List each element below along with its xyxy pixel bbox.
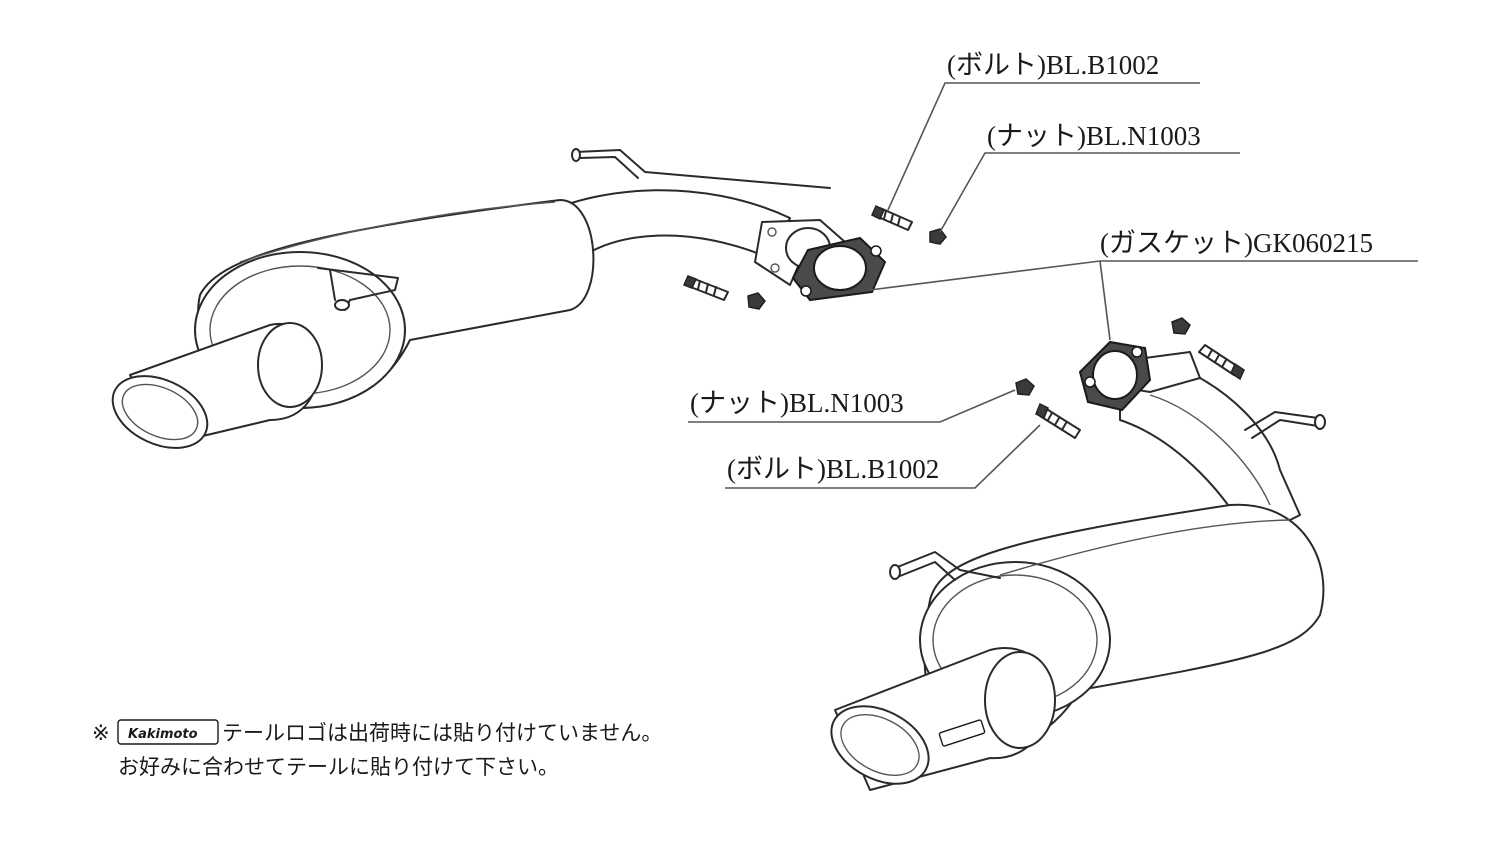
right-pipe-seam — [1149, 394, 1271, 506]
left-nut-upper — [929, 228, 947, 245]
left-tail-inner-end — [257, 322, 323, 408]
right-nut-lower — [1015, 378, 1035, 396]
right-muffler-hanger — [894, 551, 1001, 581]
kakimoto-logo — [117, 719, 219, 745]
left-hanger-stud — [334, 299, 350, 311]
leader-nut-mid — [688, 389, 1016, 423]
left-bolt-upper — [871, 204, 913, 231]
left-hanger-rod-end — [571, 148, 581, 162]
leader-bolt-top — [887, 82, 1200, 211]
left-hanger-rod — [574, 149, 831, 189]
right-hanger-stud — [889, 564, 901, 580]
left-inlet-pipe — [547, 189, 791, 263]
left-bolt-lower — [682, 275, 729, 301]
right-gasket — [1078, 340, 1152, 412]
right-bolt-lower — [1035, 402, 1081, 439]
label-nut-top: (ナット)BL.N1003 — [987, 121, 1201, 151]
leader-gasket — [869, 260, 1418, 341]
left-tail-tip — [111, 375, 209, 449]
left-tail-tip-inner — [121, 383, 199, 441]
right-tail-logo — [938, 719, 986, 747]
kakimoto-logo-text: Kakimoto — [128, 727, 198, 742]
label-bolt-mid: (ボルト)BL.B1002 — [727, 454, 939, 484]
footnote-mark: ※ — [92, 721, 110, 745]
left-muffler-assembly — [111, 148, 846, 449]
right-muffler-seam — [999, 519, 1291, 576]
right-muffler-assembly — [830, 351, 1326, 791]
left-flange-hole-2 — [770, 263, 780, 273]
label-gasket: (ガスケット)GK060215 — [1100, 228, 1373, 258]
label-bolt-top: (ボルト)BL.B1002 — [947, 50, 1159, 80]
right-tail-inner-end — [984, 651, 1056, 749]
right-tail-tip — [830, 705, 930, 785]
left-gasket — [791, 236, 887, 302]
label-nut-mid: (ナット)BL.N1003 — [690, 388, 904, 418]
left-nut-lower — [747, 292, 766, 310]
right-bolt-upper — [1198, 344, 1245, 381]
leader-bolt-mid — [725, 424, 1041, 489]
footnote-line2: お好みに合わせてテールに貼り付けて下さい。 — [118, 755, 559, 779]
leader-nut-top — [939, 152, 1240, 233]
right-nut-upper — [1171, 317, 1191, 335]
left-flange-hole-1 — [767, 227, 777, 237]
right-tail-tip-inner — [840, 714, 920, 776]
footnote: ※ Kakimoto テールロゴは出荷時には貼り付けていません。 お好みに合わせ… — [92, 719, 662, 779]
left-muffler-seam — [239, 201, 556, 263]
footnote-line1: テールロゴは出荷時には貼り付けていません。 — [222, 721, 662, 745]
leader-lines — [688, 82, 1418, 489]
right-hanger-rod-end — [1314, 414, 1326, 430]
right-hanger-rod — [1244, 411, 1319, 439]
